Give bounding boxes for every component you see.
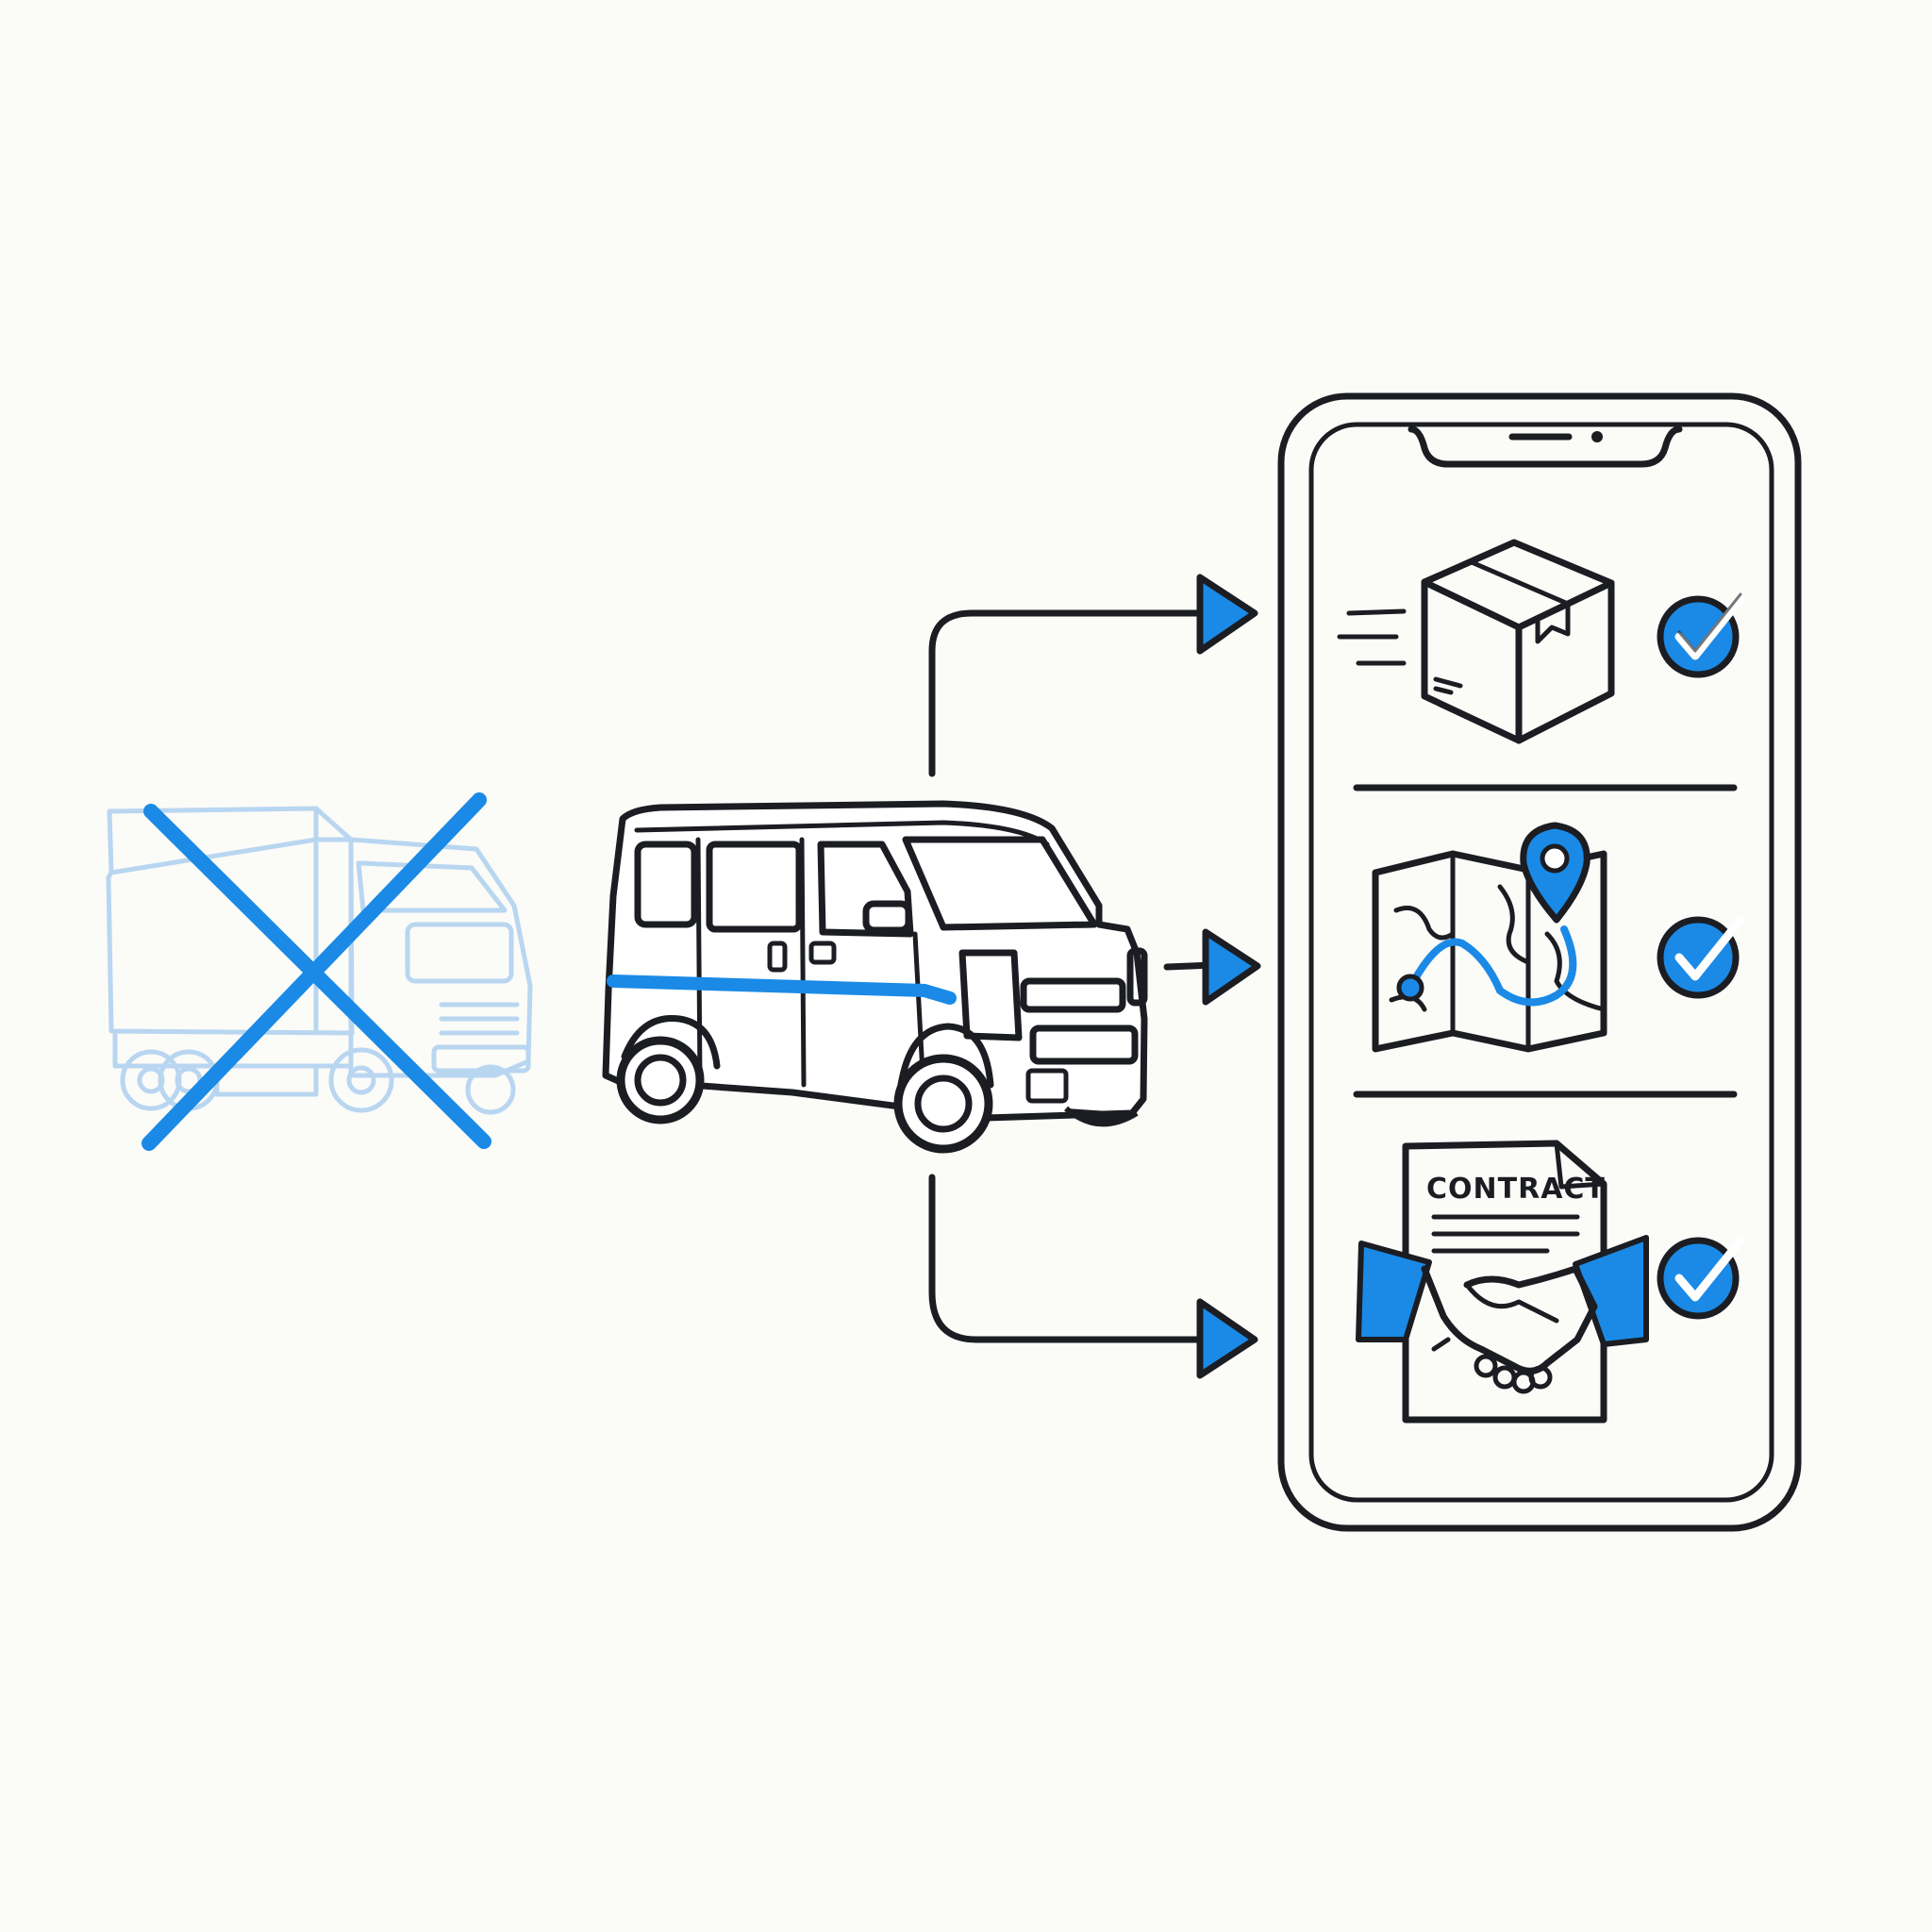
cross-mark-icon	[142, 792, 491, 1151]
truck-icon	[106, 806, 533, 1115]
arrow-icon	[928, 574, 1258, 777]
contract-label: CONTRACT	[1426, 1173, 1606, 1206]
contract-handshake-icon: CONTRACT	[1356, 1140, 1649, 1424]
check-circle-icon	[1657, 915, 1745, 999]
arrow-icon	[928, 1174, 1258, 1379]
check-circle-icon	[1657, 592, 1745, 678]
check-circle-icon	[1657, 1236, 1745, 1320]
smartphone-icon	[1277, 392, 1802, 1532]
package-box-icon	[1337, 539, 1615, 744]
route-map-icon	[1372, 822, 1607, 1053]
arrow-icon	[1163, 928, 1261, 1006]
van-icon	[602, 800, 1148, 1154]
